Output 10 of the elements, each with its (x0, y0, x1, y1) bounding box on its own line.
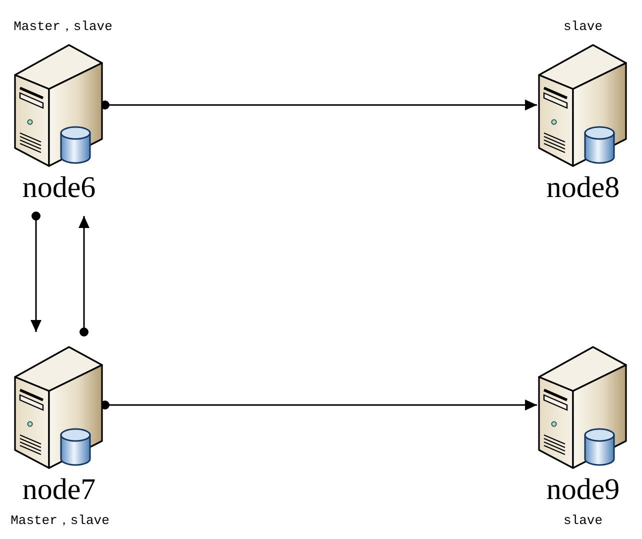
arrow (30, 212, 42, 332)
node-label: node9 (546, 474, 620, 506)
role-label: slave (564, 19, 602, 34)
node-label: node7 (22, 474, 96, 506)
role-label: Master，slave (14, 19, 112, 34)
arrow (78, 216, 90, 336)
node-label: node8 (546, 172, 620, 204)
role-label: slave (564, 513, 602, 528)
role-label: Master，slave (10, 513, 110, 528)
node-label: node6 (22, 172, 96, 204)
